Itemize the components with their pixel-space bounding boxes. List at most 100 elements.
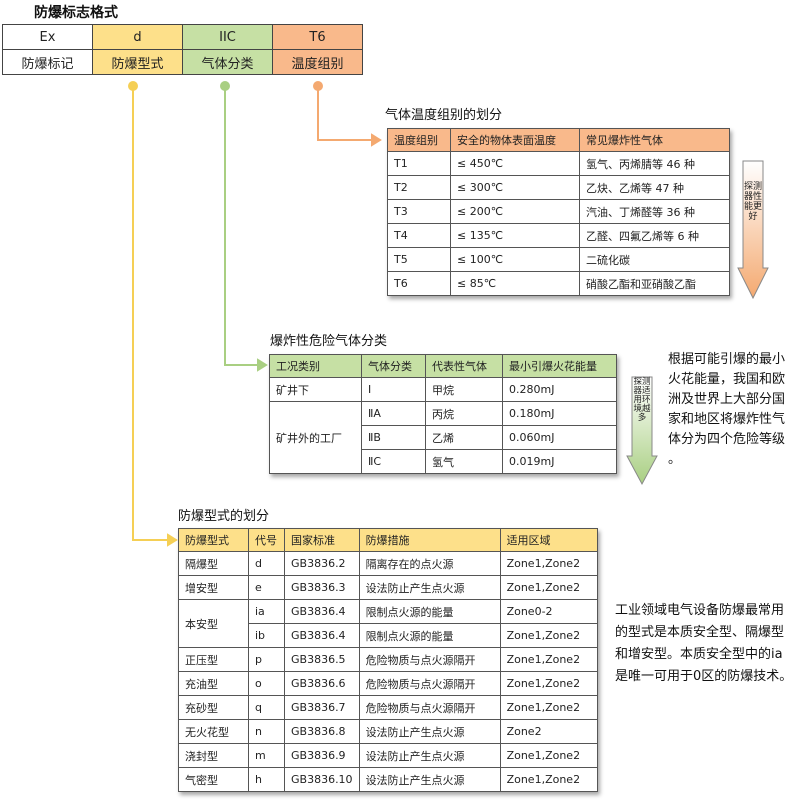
table-row: ⅡB 乙烯 0.060mJ [270,425,617,450]
type-header-measure: 防爆措施 [358,528,501,552]
type-connector-line [132,86,168,541]
gas-cell: 丙烷 [425,401,503,426]
type-header-row: 防爆型式 代号 国家标准 防爆措施 适用区域 [178,528,598,552]
type-cell: 危险物质与点火源隔开 [358,695,501,720]
type-cell: Zone1,Zone2 [499,551,598,576]
temp-cell: 乙醛、四氟乙烯等 6 种 [579,223,730,248]
type-connector-arrow [167,533,178,547]
type-cell: m [248,743,285,768]
format-cell-t6: T6 [272,24,363,50]
temp-cell: T4 [387,223,451,248]
type-cell: 本安型 [178,599,249,648]
temp-header-group: 温度组别 [387,128,451,152]
type-cell: 限制点火源的能量 [358,599,501,624]
type-cell: GB3836.9 [284,743,360,768]
type-cell: Zone1,Zone2 [499,575,598,600]
type-cell: 危险物质与点火源隔开 [358,671,501,696]
type-header-zone: 适用区域 [499,528,598,552]
type-cell: GB3836.3 [284,575,360,600]
type-cell: 气密型 [178,767,249,792]
format-cell-temp: 温度组别 [272,49,363,75]
format-cell-mark: 防爆标记 [2,49,93,75]
type-cell: n [248,719,285,744]
type-cell: Zone1,Zone2 [499,743,598,768]
gas-connector-arrow [257,358,268,372]
gas-note: 根据可能引爆的最小火花能量，我国和欧洲及世界上大部分国家和地区将爆炸性气体分为四… [668,352,786,467]
temp-cell: ≤ 85℃ [450,271,580,296]
gas-group-factory: 矿井外的工厂 [269,401,362,474]
format-cell-ex: Ex [2,24,93,50]
gas-header-energy: 最小引爆火花能量 [502,354,617,378]
gas-cell: Ⅰ [361,377,426,402]
type-cell: e [248,575,285,600]
type-header-type: 防爆型式 [178,528,249,552]
type-cell: o [248,671,285,696]
gas-cell: 0.180mJ [502,401,617,426]
type-cell: Zone0-2 [499,599,598,624]
environment-arrow-icon: 探测器适用环境越多 [626,376,658,486]
gas-cell: 氢气 [425,449,503,474]
temp-cell: 汽油、丁烯醛等 36 种 [579,199,730,224]
gas-cell: ⅡC [361,449,426,474]
temp-cell: ≤ 135℃ [450,223,580,248]
temp-connector-arrow [371,133,382,147]
temp-header-row: 温度组别 安全的物体表面温度 常见爆炸性气体 [387,128,730,152]
temp-cell: T2 [387,175,451,200]
table-row: ⅡC 氢气 0.019mJ [270,449,617,474]
temp-connector-line [317,86,372,141]
table-row: 矿井下 Ⅰ 甲烷 0.280mJ [269,377,617,402]
type-cell: Zone1,Zone2 [499,647,598,672]
type-cell: GB3836.4 [284,599,360,624]
type-connector [128,81,178,547]
temp-header-surface: 安全的物体表面温度 [450,128,580,152]
temp-cell: 氢气、丙烯腈等 46 种 [579,151,730,176]
type-cell: 无火花型 [178,719,249,744]
type-cell: 充砂型 [178,695,249,720]
gas-cell: 0.060mJ [502,425,617,450]
type-note: 工业领域电气设备防爆最常用的型式是本质安全型、隔爆型和增安型。本质安全型中的ia… [615,603,793,684]
type-cell: 设法防止产生点火源 [358,743,501,768]
format-table: Ex d IIC T6 防爆标记 防爆型式 气体分类 温度组别 [2,24,363,75]
type-cell: 隔离存在的点火源 [358,551,501,576]
type-cell: p [248,647,285,672]
temp-cell: T5 [387,247,451,272]
format-title: 防爆标志格式 [34,5,118,21]
environment-arrow-label: 探测器适用环境越多 [633,377,651,423]
type-cell: Zone1,Zone2 [499,695,598,720]
temp-connector [313,81,382,147]
gas-group-mine: 矿井下 [269,377,362,402]
type-cell: 危险物质与点火源隔开 [358,647,501,672]
gas-cell: 0.019mJ [502,449,617,474]
type-cell: Zone1,Zone2 [499,767,598,792]
type-cell: ia [248,599,285,624]
table-row: 矿井外的工厂 ⅡA 丙烷 0.180mJ [269,401,617,474]
type-cell: q [248,695,285,720]
type-cell: GB3836.6 [284,671,360,696]
temp-cell: ≤ 100℃ [450,247,580,272]
type-cell: ib [248,623,285,648]
type-cell: h [248,767,285,792]
gas-header-gas: 代表性气体 [425,354,503,378]
gas-header-class: 气体分类 [361,354,426,378]
format-cell-gas: 气体分类 [182,49,273,75]
format-row-meaning: 防爆标记 防爆型式 气体分类 温度组别 [2,49,363,75]
gas-cell: 0.280mJ [502,377,617,402]
temp-cell: ≤ 200℃ [450,199,580,224]
type-cell: GB3836.10 [284,767,360,792]
type-header-code: 代号 [248,528,285,552]
type-cell: 设法防止产生点火源 [358,719,501,744]
type-cell: 设法防止产生点火源 [358,575,501,600]
